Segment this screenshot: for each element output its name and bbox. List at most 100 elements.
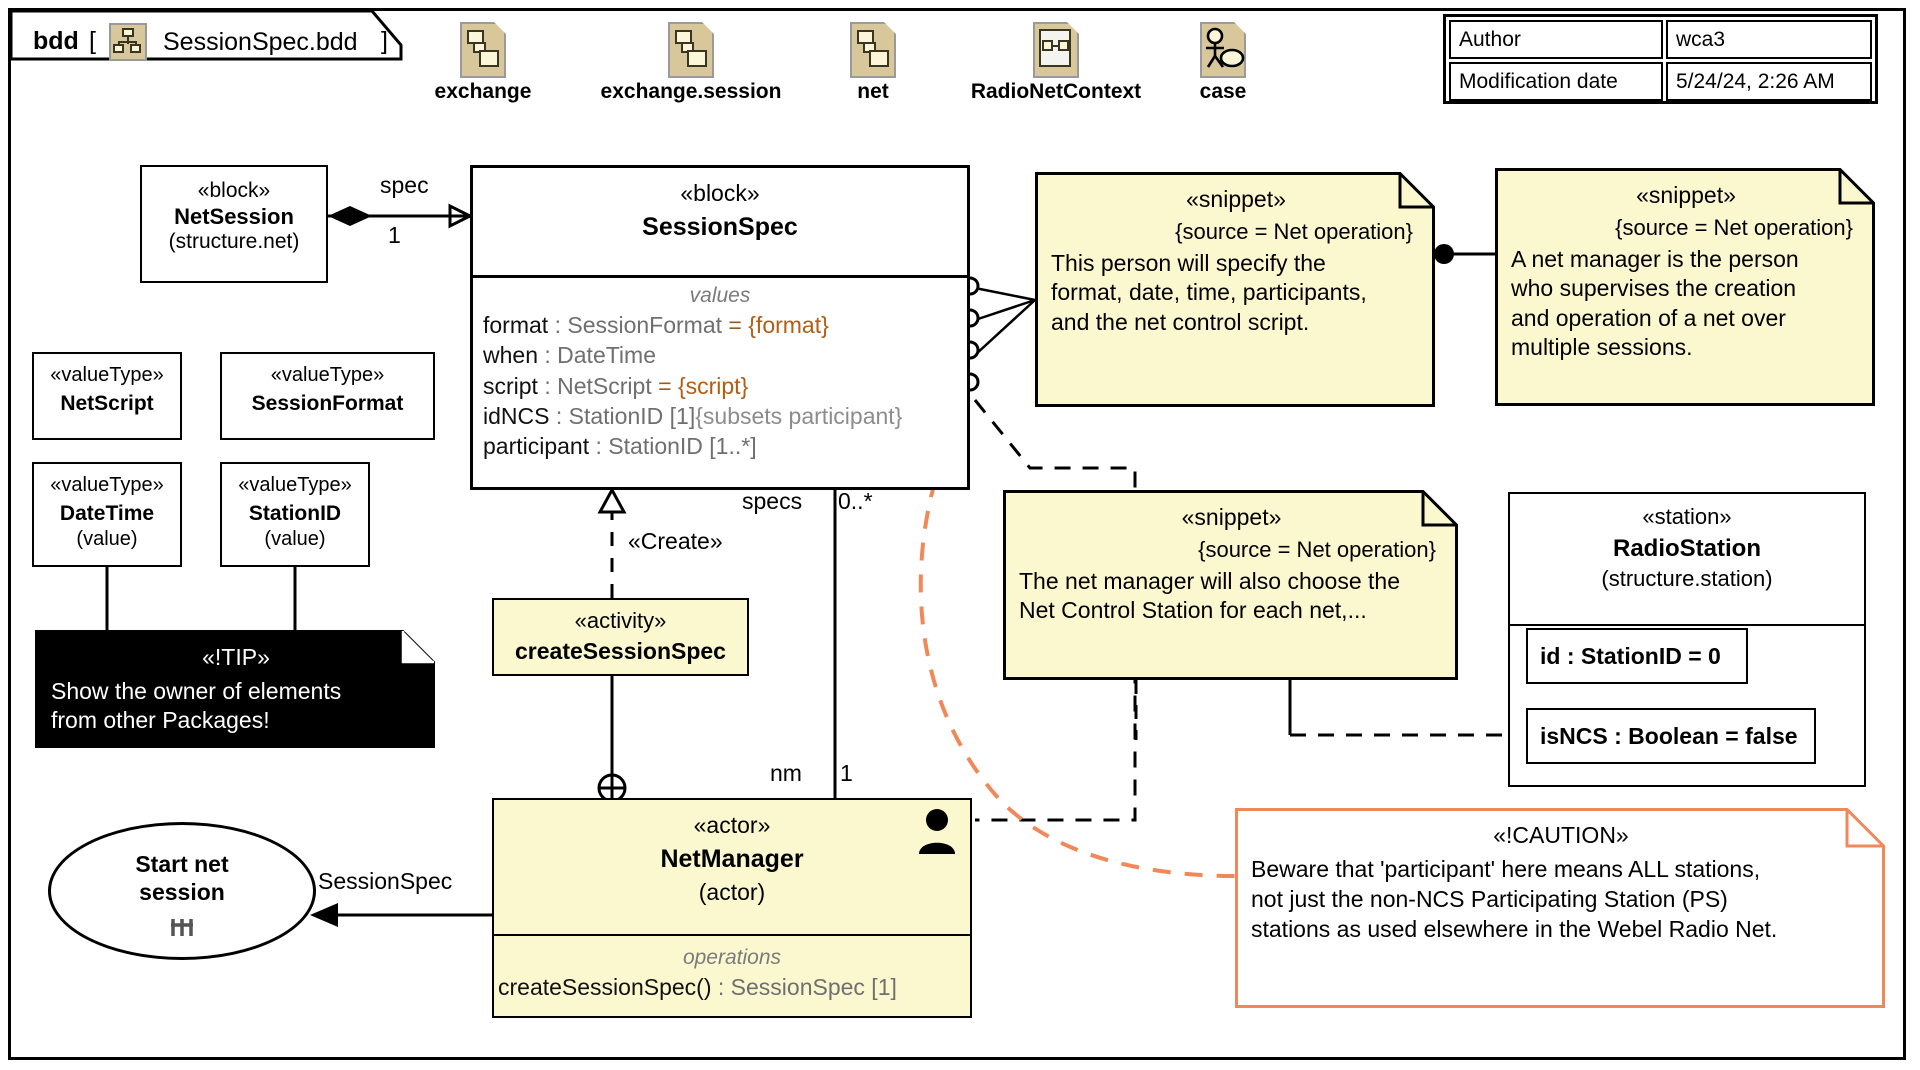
context-package-icon	[1033, 21, 1080, 78]
table-row: Modification date 5/24/24, 2:26 AM	[1449, 62, 1872, 101]
package-icon	[850, 21, 897, 78]
note-line: from other Packages!	[51, 707, 270, 734]
note-stereotype: «snippet»	[1181, 504, 1282, 530]
stereotype-label: «valueType»	[50, 474, 164, 496]
note-line: not just the non-NCS Participating Stati…	[1251, 885, 1728, 912]
edge-label-usecase: SessionSpec	[318, 868, 453, 894]
block-name: DateTime	[59, 501, 155, 525]
stereotype-label: «valueType»	[50, 364, 164, 386]
bracket-close: ]	[381, 27, 388, 55]
stereotype-label: «activity»	[574, 608, 667, 633]
block-name: SessionSpec	[642, 213, 798, 242]
note-source: {source = Net operation}	[1615, 215, 1853, 240]
block-name: SessionFormat	[251, 391, 404, 415]
note-line: stations as used elsewhere in the Webel …	[1251, 915, 1778, 942]
block-netsession[interactable]: «block» NetSession (structure.net)	[140, 165, 328, 283]
info-key: Author	[1449, 20, 1663, 59]
block-valuetype-datetime[interactable]: «valueType» DateTime (value)	[32, 462, 182, 567]
note-stereotype: «!CAUTION»	[1493, 822, 1629, 848]
package-label: case	[1199, 80, 1247, 103]
note-shape	[1003, 490, 1458, 680]
note-source: {source = Net operation}	[1175, 219, 1413, 244]
note-line: Beware that 'participant' here means ALL…	[1251, 856, 1761, 882]
block-name: NetSession	[174, 203, 294, 229]
block-name: RadioStation	[1613, 534, 1761, 562]
note-tip[interactable]: «!TIP» Show the owner of elements from o…	[35, 630, 435, 748]
block-header: «station» RadioStation (structure.statio…	[1510, 494, 1864, 626]
package-icon	[460, 21, 507, 78]
package-label: RadioNetContext	[970, 80, 1142, 103]
usecase-label-line1: Start net	[135, 851, 229, 877]
note-shape	[35, 630, 435, 748]
diagram-title: SessionSpec.bdd	[163, 28, 358, 56]
block-header: «block» SessionSpec	[473, 168, 967, 278]
block-name: NetScript	[60, 391, 154, 415]
usecase-marker-icon	[171, 919, 193, 936]
note-stereotype: «snippet»	[1186, 186, 1286, 212]
note-source: {source = Net operation}	[1198, 537, 1436, 562]
block-header: «actor» NetManager (actor)	[494, 800, 970, 936]
operations-compartment: operations createSessionSpec() : Session…	[494, 936, 970, 1002]
note-line: multiple sessions.	[1511, 334, 1693, 361]
note-line: This person will specify the	[1051, 250, 1326, 276]
compartment-title-values: values	[689, 284, 751, 307]
block-valuetype-netscript[interactable]: «valueType» NetScript	[32, 352, 182, 440]
info-value: wca3	[1665, 20, 1872, 59]
package-label: exchange	[434, 80, 532, 103]
note-line: A net manager is the person	[1511, 246, 1799, 272]
block-sessionspec[interactable]: «block» SessionSpec values format : Sess…	[470, 165, 970, 490]
note-line: format, date, time, participants,	[1051, 279, 1367, 306]
block-valuetype-stationid[interactable]: «valueType» StationID (value)	[220, 462, 370, 567]
note-line: Net Control Station for each net,...	[1019, 597, 1367, 624]
stereotype-label: «station»	[1642, 504, 1732, 529]
note-line: and the net control script.	[1051, 308, 1310, 335]
package-label: exchange.session	[600, 80, 782, 103]
attribute-row: format : SessionFormat = {format}	[483, 312, 829, 338]
actor-person-icon	[919, 809, 955, 854]
edge-label-create: «Create»	[628, 528, 723, 554]
property-box-id[interactable]: id : StationID = 0	[1526, 628, 1748, 684]
edge-label-nm: nm	[770, 760, 802, 786]
note-stereotype: «!TIP»	[202, 644, 270, 670]
note-caution[interactable]: «!CAUTION» Beware that 'participant' her…	[1235, 808, 1885, 1008]
block-name: StationID	[248, 501, 342, 525]
note-shape	[1495, 168, 1875, 406]
info-key: Modification date	[1449, 62, 1663, 101]
block-name: createSessionSpec	[515, 637, 726, 664]
usecase-label-line2: session	[139, 879, 225, 905]
property-box-isncs[interactable]: isNCS : Boolean = false	[1526, 708, 1816, 764]
stereotype-label: «valueType»	[238, 474, 352, 496]
stereotype-label: «actor»	[693, 812, 771, 838]
note-snippet-1[interactable]: «snippet» {source = Net operation} This …	[1035, 172, 1435, 407]
edge-label-spec-mult: 1	[388, 222, 401, 248]
block-qualifier: (structure.station)	[1601, 566, 1773, 592]
edge-label-specs: specs	[742, 488, 803, 514]
block-netmanager[interactable]: «actor» NetManager (actor) operations cr…	[492, 798, 972, 1018]
edge-label-specs-mult: 0..*	[838, 488, 873, 514]
note-stereotype: «snippet»	[1636, 182, 1736, 208]
usecase-start-net-session[interactable]: Start net session	[48, 822, 316, 960]
note-snippet-2[interactable]: «snippet» {source = Net operation} A net…	[1495, 168, 1875, 406]
note-snippet-3[interactable]: «snippet» {source = Net operation} The n…	[1003, 490, 1458, 680]
attribute-row: when : DateTime	[483, 342, 656, 369]
edge-label-spec: spec	[380, 172, 429, 198]
note-shape	[1235, 808, 1885, 1008]
package-label: net	[857, 80, 889, 103]
diagram-header-tab[interactable]: bdd [ SessionSpec.bdd ]	[11, 11, 401, 61]
bracket-open: [	[89, 27, 96, 55]
block-valuetype-sessionformat[interactable]: «valueType» SessionFormat	[220, 352, 435, 440]
diagram-kind-label: bdd	[33, 27, 79, 55]
info-value: 5/24/24, 2:26 AM	[1665, 62, 1872, 101]
note-line: who supervises the creation	[1511, 275, 1797, 302]
block-radiostation[interactable]: «station» RadioStation (structure.statio…	[1508, 492, 1866, 787]
attribute-row: participant : StationID [1..*]	[483, 433, 757, 460]
block-name: NetManager	[660, 845, 804, 874]
block-activity-createsessionspec[interactable]: «activity» createSessionSpec	[492, 598, 749, 676]
block-qualifier: (value)	[76, 528, 138, 551]
stereotype-label: «block»	[197, 179, 271, 202]
bdd-diagram-icon	[109, 23, 147, 61]
stereotype-label: «valueType»	[270, 364, 385, 386]
info-table: Author wca3 Modification date 5/24/24, 2…	[1443, 14, 1878, 104]
note-line: and operation of a net over	[1511, 304, 1786, 331]
